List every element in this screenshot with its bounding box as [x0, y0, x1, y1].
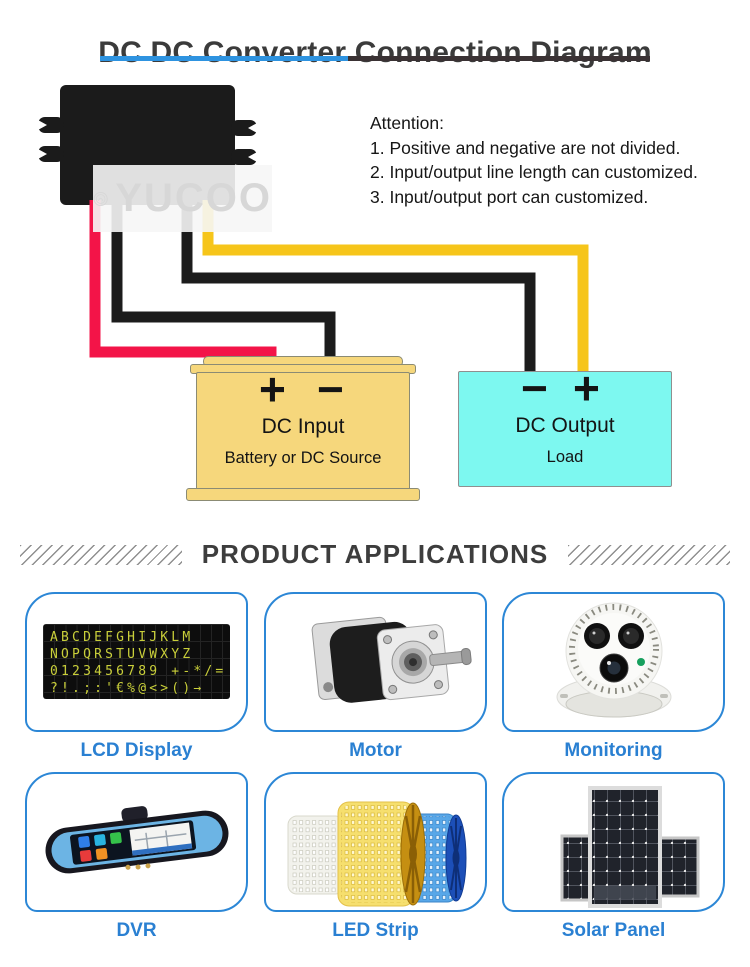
led-strip-image [287, 801, 467, 907]
dc-output-box: − + DC Output Load [458, 365, 672, 487]
app-label-dvr: DVR [116, 920, 157, 941]
app-label-solar-panel: Solar Panel [561, 920, 666, 941]
monitoring-camera-image [556, 602, 672, 718]
brand-watermark-text: YUCOO [115, 176, 272, 220]
lcd-row: NOPQRSTUVWXYZ [50, 647, 194, 662]
motor-image [311, 616, 472, 703]
app-label-led-strip: LED Strip [332, 920, 419, 941]
dc-input-box: + − DC Input Battery or DC Source [196, 366, 410, 490]
app-card-dvr [25, 772, 248, 912]
title-underline [100, 56, 650, 61]
applications-heading-row: PRODUCT APPLICATIONS [0, 539, 750, 570]
lcd-row: ?!.;:'€%@<>()→ [50, 681, 205, 696]
hatch-decoration-left [19, 544, 182, 565]
title-underline-dark [348, 56, 650, 61]
app-label-motor: Motor [349, 740, 402, 761]
dc-output-minus-sign: − [521, 362, 548, 414]
app-label-lcd-display: LCD Display [80, 740, 193, 761]
hatch-decoration-right [568, 544, 731, 565]
attention-item: 3. Input/output port can customized. [370, 186, 649, 207]
dvr-image [45, 806, 229, 874]
attention-note: Attention: 1. Positive and negative are … [370, 111, 698, 209]
lcd-row: 0123456789 +-*/= [50, 664, 227, 679]
solar-panel-image [560, 786, 700, 908]
dc-output-subtitle: Load [546, 448, 584, 466]
dc-output-plus-sign: + [573, 362, 600, 414]
dc-input-title: DC Input [261, 415, 345, 438]
wire-black-output-negative [181, 200, 536, 376]
attention-item: 2. Input/output line length can customiz… [370, 162, 698, 182]
app-label-monitoring: Monitoring [564, 740, 663, 761]
applications-heading: PRODUCT APPLICATIONS [201, 539, 549, 569]
attention-item: 1. Positive and negative are not divided… [370, 137, 681, 158]
app-card-led-strip [264, 772, 487, 912]
lcd-display-image: ABCDEFGHIJKLM NOPQRSTUVWXYZ 0123456789 +… [43, 624, 230, 699]
title-underline-blue [100, 56, 348, 61]
dc-input-minus-sign: − [317, 363, 344, 415]
brand-logo-icon [93, 191, 108, 206]
dc-input-base [186, 488, 420, 501]
app-card-motor [264, 592, 487, 732]
page-title: DC DC Converter Connection Diagram [98, 36, 652, 70]
brand-watermark: YUCOO [93, 165, 272, 232]
attention-heading: Attention: [370, 113, 444, 133]
app-card-lcd-display: ABCDEFGHIJKLM NOPQRSTUVWXYZ 0123456789 +… [25, 592, 248, 732]
lcd-row: ABCDEFGHIJKLM [50, 630, 194, 645]
dc-input-plus-sign: + [259, 363, 286, 415]
app-card-solar-panel [502, 772, 725, 912]
wire-black-input-negative [111, 200, 336, 366]
dc-output-title: DC Output [515, 414, 615, 437]
dc-input-subtitle: Battery or DC Source [224, 449, 382, 467]
app-card-monitoring [502, 592, 725, 732]
